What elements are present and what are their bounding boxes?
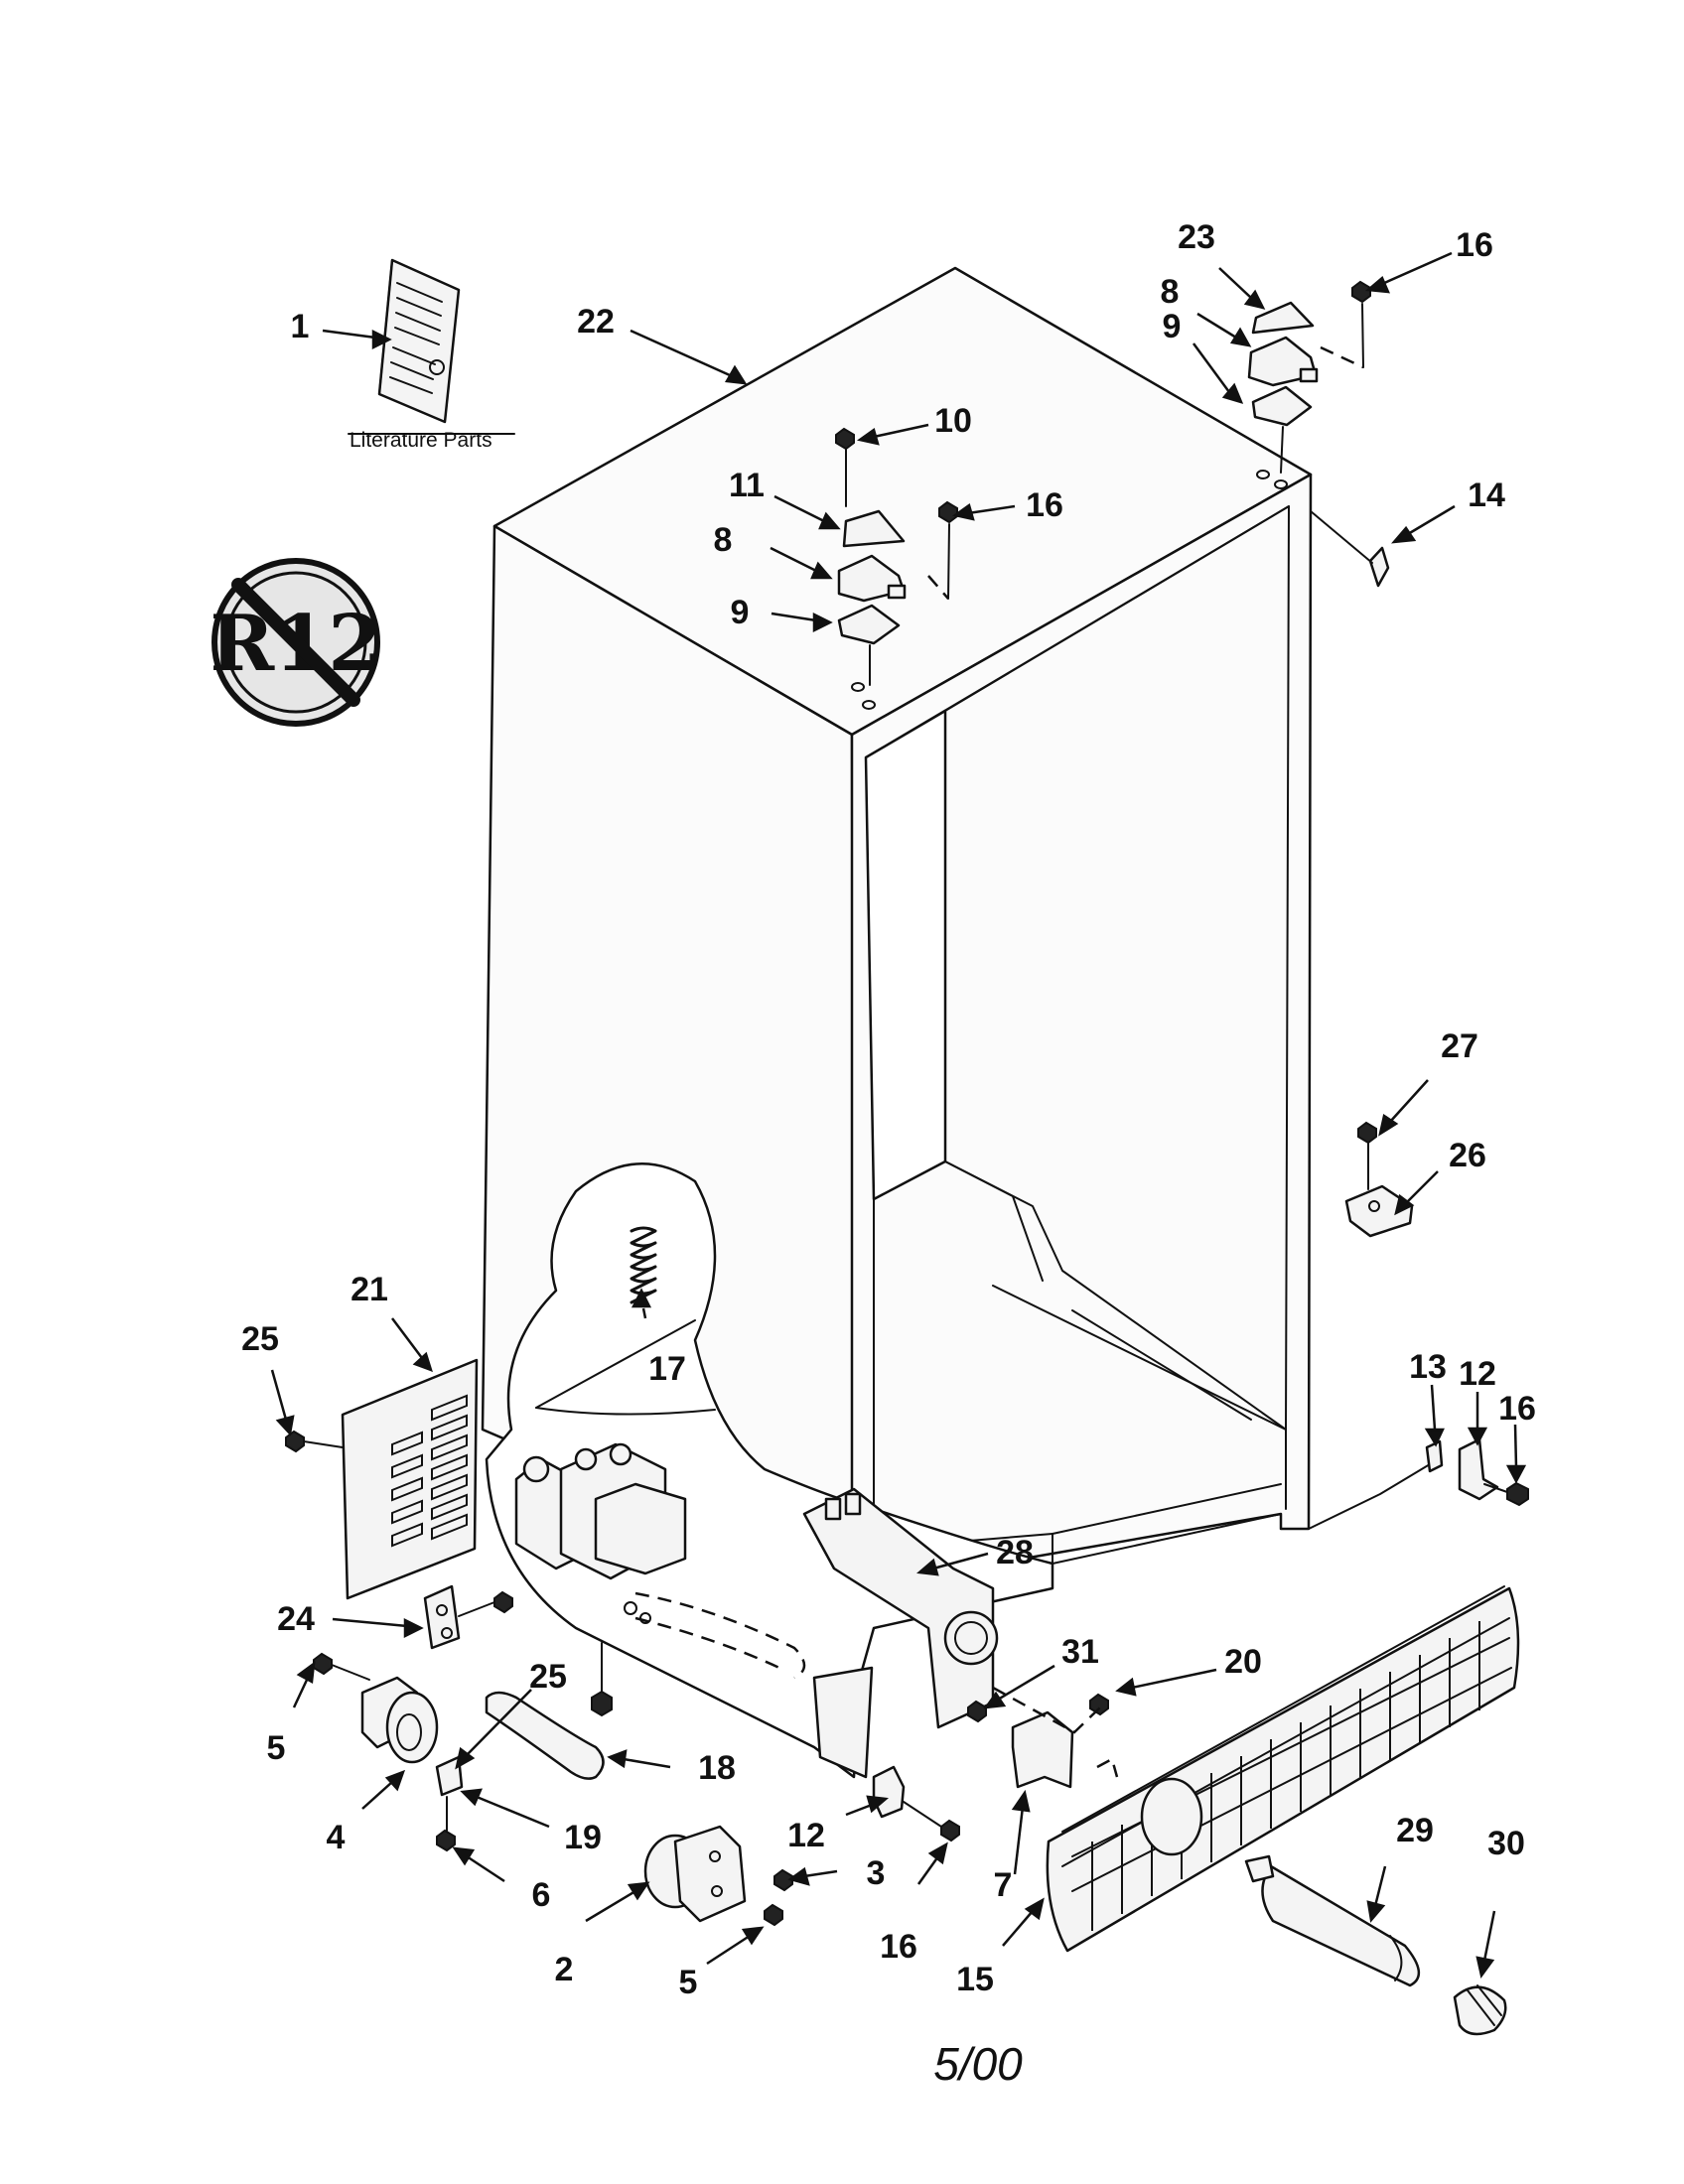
callout-22: 22 <box>577 303 615 341</box>
callout-labels: 1 22 23 16 8 9 10 11 16 8 9 14 27 26 21 … <box>241 218 1536 2001</box>
callout-28: 28 <box>996 1534 1034 1571</box>
callout-19: 19 <box>564 1819 602 1856</box>
left-top-hinge <box>835 427 958 686</box>
literature-booklet <box>377 258 461 424</box>
date-note: 5/00 <box>933 2038 1023 2090</box>
callout-12: 12 <box>1459 1355 1496 1393</box>
callout-16: 16 <box>1456 226 1493 264</box>
callout-8: 8 <box>1161 273 1180 311</box>
literature-caption: Literature Parts <box>350 429 492 452</box>
callout-17: 17 <box>648 1350 686 1388</box>
callout-10: 10 <box>934 402 972 440</box>
callout-4: 4 <box>327 1819 346 1856</box>
callout-31: 31 <box>1061 1633 1099 1671</box>
leader-arrows <box>270 251 1527 1979</box>
callout-5: 5 <box>267 1729 286 1767</box>
callout-26: 26 <box>1449 1137 1486 1174</box>
callout-7: 7 <box>994 1866 1013 1904</box>
callout-3: 3 <box>867 1854 886 1892</box>
callout-24: 24 <box>277 1600 315 1638</box>
callout-13: 13 <box>1409 1348 1447 1386</box>
water-filter <box>1244 1854 1507 2036</box>
callout-15: 15 <box>956 1961 994 1998</box>
callout-23: 23 <box>1178 218 1215 256</box>
door-stop-bracket <box>1344 1121 1414 1238</box>
mounting-bracket <box>423 1584 513 1650</box>
callout-18: 18 <box>698 1749 736 1787</box>
clip <box>1368 546 1390 588</box>
cutaway-interior <box>485 1162 1054 1779</box>
rear-grille <box>285 1358 479 1600</box>
callout-25: 25 <box>241 1320 279 1358</box>
callout-9: 9 <box>731 594 750 631</box>
callout-25: 25 <box>529 1658 567 1696</box>
callout-5: 5 <box>679 1964 698 2001</box>
callout-11: 11 <box>729 467 765 504</box>
rear-roller <box>313 1652 439 1764</box>
callout-30: 30 <box>1487 1825 1525 1862</box>
callout-1: 1 <box>291 308 310 345</box>
no-r12-badge: R12 <box>210 558 382 727</box>
callout-29: 29 <box>1396 1812 1434 1849</box>
callout-6: 6 <box>532 1876 551 1914</box>
base-grille <box>1046 1585 1520 1953</box>
callout-8: 8 <box>714 521 733 559</box>
callout-27: 27 <box>1441 1027 1478 1065</box>
callout-21: 21 <box>351 1271 388 1308</box>
callout-2: 2 <box>555 1951 574 1988</box>
callout-14: 14 <box>1468 477 1505 514</box>
callout-9: 9 <box>1163 308 1182 345</box>
lower-left-hinge <box>643 1825 793 1927</box>
drain-tube <box>485 1642 613 1780</box>
grille-bracket <box>992 1686 1119 1789</box>
callout-16: 16 <box>1026 486 1063 524</box>
lower-right-hinge <box>1308 1437 1529 1530</box>
hinge-pin-bracket <box>872 1765 960 1843</box>
right-top-hinge <box>1247 280 1371 474</box>
callout-20: 20 <box>1224 1643 1262 1681</box>
tube-clip <box>435 1755 464 1852</box>
callout-12: 12 <box>787 1817 825 1854</box>
callout-16: 16 <box>1498 1390 1536 1428</box>
callout-16: 16 <box>880 1928 917 1966</box>
